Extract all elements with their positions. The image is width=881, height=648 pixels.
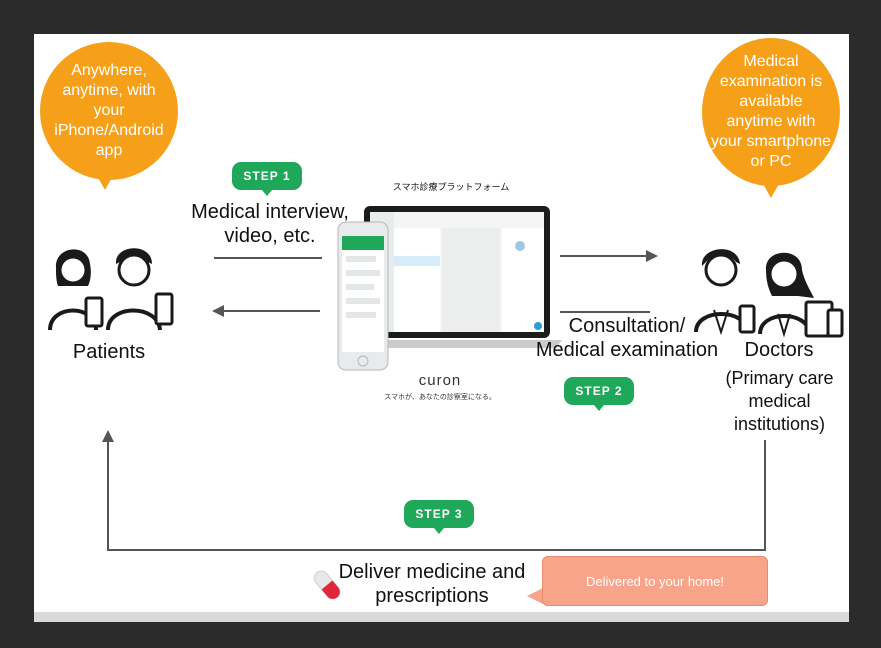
patient-woman-icon bbox=[48, 249, 98, 331]
phone-message bbox=[346, 298, 380, 304]
delivery-callout: Delivered to your home! bbox=[542, 556, 768, 606]
arrow-line-to-doctors bbox=[560, 255, 650, 257]
patients-bubble-tail bbox=[96, 174, 114, 190]
patients-bubble-line: app bbox=[95, 142, 123, 159]
arrow-head-to-patients bbox=[212, 305, 224, 317]
laptop-video-dot bbox=[515, 241, 525, 251]
delivery-line-horizontal bbox=[107, 549, 766, 551]
platform-illustration bbox=[337, 206, 562, 371]
doctors-sub-line: medical bbox=[748, 391, 811, 411]
patients-icons bbox=[48, 248, 174, 331]
laptop-list bbox=[394, 228, 440, 332]
bottom-band bbox=[34, 612, 849, 622]
delivery-line-vertical-right bbox=[764, 440, 766, 550]
step-3-line: Deliver medicine and bbox=[338, 561, 526, 583]
phone-display bbox=[342, 236, 384, 352]
doctors-bubble: Medical examination is available anytime… bbox=[702, 38, 840, 186]
smartphone-icon bbox=[154, 292, 174, 326]
doctors-bubble-tail bbox=[762, 182, 780, 198]
step-1-badge: STEP 1 bbox=[232, 162, 302, 196]
patients-bubble-line: your bbox=[93, 102, 125, 119]
doctors-bubble-line: available bbox=[739, 93, 803, 110]
phone-home-button bbox=[357, 355, 369, 367]
doctors-bubble-line: your smartphone bbox=[710, 133, 832, 150]
delivery-line-vertical-left bbox=[107, 438, 109, 550]
step-2-line: Medical examination bbox=[535, 339, 719, 361]
step-1-line: Medical interview, bbox=[191, 201, 349, 223]
delivery-arrow-head bbox=[102, 430, 114, 442]
step-3-line: prescriptions bbox=[375, 585, 489, 607]
brand-logo: curon bbox=[418, 372, 462, 389]
smartphone-icon bbox=[826, 308, 844, 338]
step-3-badge: STEP 3 bbox=[404, 500, 474, 534]
step-1-text: Medical interview, video, etc. bbox=[170, 200, 370, 248]
patients-bubble: Anywhere, anytime, with your iPhone/Andr… bbox=[40, 42, 178, 180]
arrow-line-from-doctors bbox=[560, 311, 650, 313]
phone-header bbox=[342, 236, 384, 250]
brand-tagline: スマホが、あなたの診察室になる。 bbox=[384, 394, 496, 401]
platform-title: スマホ診療プラットフォーム bbox=[392, 182, 510, 192]
doctors-bubble-line: anytime with bbox=[726, 113, 816, 130]
phone-message bbox=[346, 256, 376, 262]
step-1-line: video, etc. bbox=[224, 225, 316, 247]
patients-bubble-line: iPhone/Android bbox=[54, 122, 164, 139]
laptop-fab bbox=[534, 322, 542, 330]
laptop-list-selected bbox=[394, 256, 440, 266]
phone-message bbox=[346, 270, 380, 276]
step-2-badge: STEP 2 bbox=[564, 377, 634, 411]
doctors-sub-line: (Primary care bbox=[725, 368, 834, 388]
laptop-main bbox=[442, 228, 500, 332]
patients-label: Patients bbox=[72, 341, 146, 363]
laptop-base bbox=[352, 340, 562, 348]
step-2-line: Consultation/ bbox=[568, 315, 686, 337]
diagram-frame: Anywhere, anytime, with your iPhone/Andr… bbox=[34, 34, 849, 622]
step-2-text: Consultation/ Medical examination bbox=[534, 314, 720, 362]
doctors-icons bbox=[694, 249, 844, 338]
phone-message bbox=[346, 284, 374, 290]
smartphone-icon bbox=[84, 296, 104, 328]
doctors-bubble-line: examination is bbox=[719, 73, 823, 90]
patient-man-icon bbox=[106, 248, 162, 331]
arrow-line-to-platform bbox=[214, 257, 322, 259]
step-3-text: Deliver medicine and prescriptions bbox=[332, 560, 532, 608]
doctors-bubble-line: Medical bbox=[743, 53, 799, 70]
patients-bubble-line: Anywhere, bbox=[71, 62, 147, 79]
doctors-label: Doctors bbox=[744, 339, 814, 361]
callout-tail bbox=[527, 588, 543, 604]
doctors-sublabel: (Primary care medical institutions) bbox=[710, 367, 849, 436]
phone-message bbox=[346, 312, 376, 318]
pill-icon bbox=[313, 570, 341, 600]
smartphone-icon bbox=[738, 304, 756, 334]
doctors-bubble-line: or PC bbox=[750, 153, 792, 170]
arrow-line-to-patients bbox=[220, 310, 320, 312]
doctors-sub-line: institutions) bbox=[733, 414, 826, 434]
arrow-head-to-doctors bbox=[646, 250, 658, 262]
patients-bubble-line: anytime, with bbox=[62, 82, 156, 99]
